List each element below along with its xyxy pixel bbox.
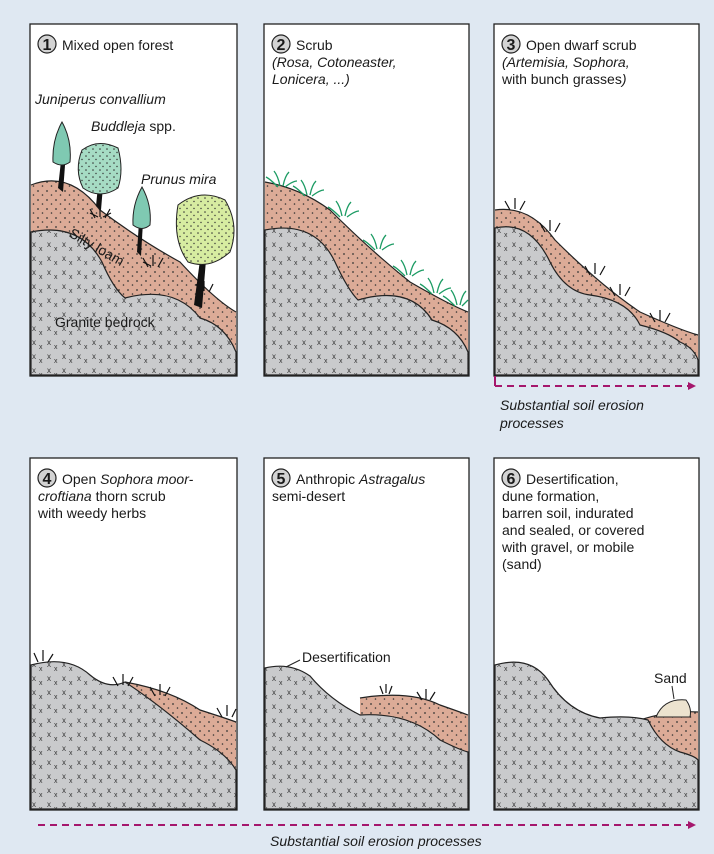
panel-title-segment: and sealed, or covered	[502, 522, 644, 538]
buddleja-label: Buddleja spp.	[91, 118, 176, 134]
panel-title-segment: (Rosa, Cotoneaster,	[272, 54, 397, 70]
panel-title-line: with gravel, or mobile	[501, 539, 634, 555]
thorn-shrubs	[33, 650, 237, 718]
panel-title-line: (Artemisia, Sophora,	[502, 54, 630, 70]
upper-arrow-label-line2: processes	[499, 415, 564, 431]
panel-title-segment: Scrub	[296, 37, 333, 53]
panel-title-segment: thorn scrub	[92, 488, 166, 504]
panel-number-circle	[271, 468, 291, 488]
upper-arrow-label-line1: Substantial soil erosion	[500, 397, 644, 413]
panel-2	[263, 23, 470, 377]
shrub	[195, 281, 214, 293]
desertification-label: Desertification	[302, 649, 391, 665]
panel-title-line: Desertification,	[526, 471, 619, 487]
panel-title-segment: (Artemisia, Sophora,	[502, 54, 630, 70]
panel-title-segment: barren soil, indurated	[502, 505, 634, 521]
panel-number: 1	[43, 37, 52, 54]
panel-title-segment: dune formation,	[502, 488, 599, 504]
lower-arrow-label: Substantial soil erosion processes	[270, 833, 482, 849]
panel-title-line: Open Sophora moor-	[62, 471, 194, 487]
buddleja-genus: Buddleja	[91, 118, 146, 134]
panel-title-segment: Astragalus	[358, 471, 425, 487]
panel-title-segment: with bunch grasses	[501, 71, 622, 87]
buddleja-shrub	[78, 143, 121, 194]
juniper-tree	[52, 120, 71, 166]
shrub	[142, 255, 164, 268]
astragalus-shrubs	[379, 684, 436, 701]
panel-number: 3	[507, 37, 516, 54]
panel-5	[263, 457, 470, 811]
panel-number-circle	[271, 34, 291, 54]
panel-title-line: Scrub	[296, 37, 333, 53]
bedrock	[495, 226, 698, 375]
panel-title-segment: (sand)	[502, 556, 542, 572]
panel-4	[29, 457, 238, 811]
shrub	[89, 206, 112, 219]
panel-number-circle	[501, 468, 521, 488]
bedrock	[495, 662, 698, 809]
prunus-tree	[176, 195, 234, 265]
panel-title-line: with weedy herbs	[37, 505, 146, 521]
bedrock	[265, 666, 468, 809]
leader-line	[285, 659, 301, 668]
panel-title-segment: )	[620, 71, 627, 87]
bedrock	[31, 661, 236, 809]
bedrock	[31, 230, 236, 375]
panel-title-line: Open dwarf scrub	[526, 37, 637, 53]
panel-title-line: dune formation,	[502, 488, 599, 504]
panel-number-circle	[501, 34, 521, 54]
panel-title-segment: with weedy herbs	[37, 505, 146, 521]
panel-titles: 1 Mixed open forest 2 Scrub(Rosa, Cotoneast…	[37, 34, 644, 572]
prunus-label: Prunus mira	[141, 171, 217, 187]
panel-title-line: (sand)	[502, 556, 542, 572]
grass-tufts	[265, 170, 469, 307]
juniper-tree	[132, 185, 151, 229]
panel-title-line: Mixed open forest	[62, 37, 173, 53]
panel-title-line: with bunch grasses)	[501, 71, 627, 87]
panel-number: 6	[507, 471, 516, 488]
sand-label: Sand	[654, 670, 687, 686]
panel-title-segment: with gravel, or mobile	[501, 539, 634, 555]
panel-title-segment: Desertification,	[526, 471, 619, 487]
leader-line	[671, 685, 675, 700]
panel-title-line: Lonicera, ...)	[272, 71, 350, 87]
panel-number: 2	[277, 37, 286, 54]
panel-title-segment: Lonicera, ...)	[272, 71, 350, 87]
panel-title-line: (Rosa, Cotoneaster,	[272, 54, 397, 70]
panel-title-segment: Sophora moor-	[100, 471, 193, 487]
bedrock	[265, 228, 468, 375]
granite-label: Granite bedrock	[55, 314, 156, 330]
tree-trunk	[137, 222, 143, 256]
panel-3	[493, 23, 700, 390]
soil-surface	[494, 208, 699, 336]
panel-1	[29, 23, 238, 377]
buddleja-spp: spp.	[146, 118, 176, 134]
panel-title-line: barren soil, indurated	[502, 505, 634, 521]
panel-title-segment: Open dwarf scrub	[526, 37, 637, 53]
panel-number: 4	[43, 471, 52, 488]
tree-trunk	[194, 260, 206, 308]
panel-6	[493, 457, 700, 811]
panel-title-segment: Mixed open forest	[62, 37, 173, 53]
panel-title-segment: Open	[62, 471, 100, 487]
soil-surface	[359, 694, 469, 716]
panel-title-segment: Anthropic	[296, 471, 359, 487]
panel-number-circle	[37, 34, 57, 54]
panel-title-line: semi-desert	[272, 488, 345, 504]
panel-number: 5	[277, 471, 286, 488]
panel-title-line: croftiana thorn scrub	[38, 488, 166, 504]
panel-title-line: Anthropic Astragalus	[296, 471, 425, 487]
panel-title-segment: semi-desert	[272, 488, 345, 504]
panel-title-segment: croftiana	[38, 488, 92, 504]
sand-dune	[655, 699, 691, 718]
dwarf-shrubs	[504, 198, 671, 323]
juniperus-label: Juniperus convallium	[34, 91, 166, 107]
soil-surface	[124, 681, 237, 723]
panel-number-circle	[37, 468, 57, 488]
panel-title-line: and sealed, or covered	[502, 522, 644, 538]
